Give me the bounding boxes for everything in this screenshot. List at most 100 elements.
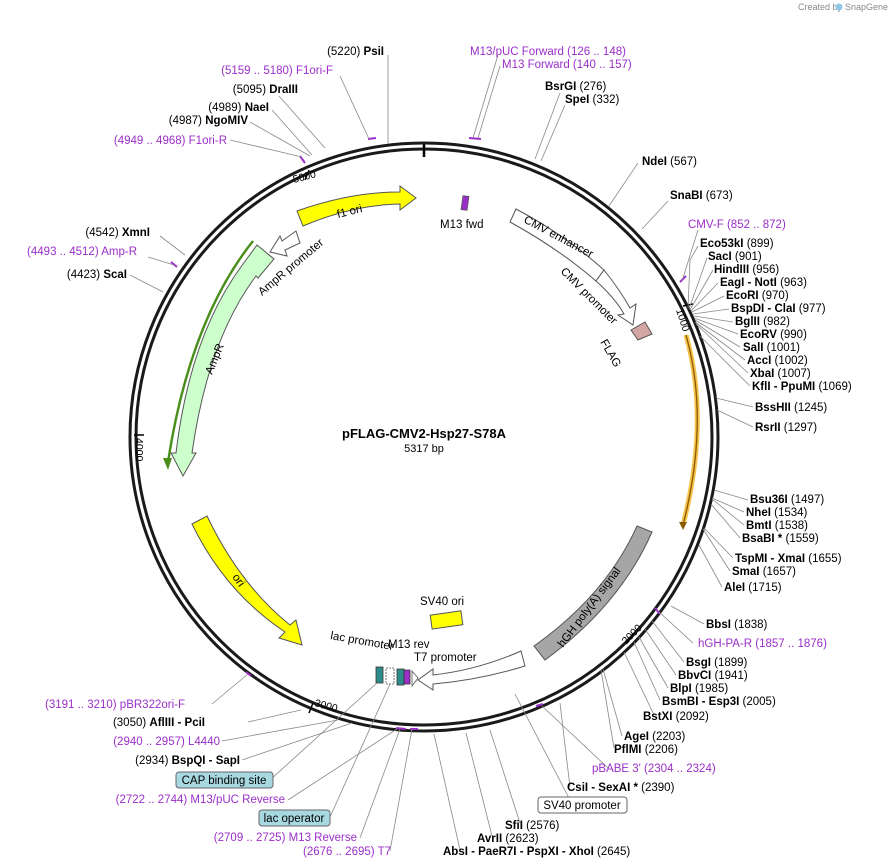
enzyme-label-bbvci[interactable]: BbvCI (1941) bbox=[678, 670, 748, 682]
enzyme-label-bspdi[interactable]: BspDI - ClaI (977) bbox=[731, 303, 826, 315]
enzyme-label-sfii[interactable]: SfiI (2576) bbox=[505, 820, 560, 832]
feature-cap-site-mark[interactable] bbox=[375, 666, 384, 684]
feature-m13-fwd[interactable] bbox=[460, 195, 470, 211]
leader-absi bbox=[433, 733, 461, 851]
enzyme-label-xbai[interactable]: XbaI (1007) bbox=[750, 368, 811, 380]
enzyme-label-bspqi[interactable]: (2934) BspQI - SapI bbox=[135, 755, 240, 767]
feature-hgh-polya[interactable] bbox=[533, 525, 653, 661]
leader-sv40-promoter bbox=[514, 693, 571, 801]
leader-saci bbox=[688, 257, 708, 310]
enzyme-pos-sali: (1001) bbox=[767, 342, 800, 354]
enzyme-name-smai: SmaI bbox=[732, 566, 760, 578]
enzyme-label-smai[interactable]: SmaI (1657) bbox=[732, 566, 796, 578]
leader-rsrii bbox=[716, 409, 754, 428]
feature-t7-promoter[interactable] bbox=[417, 650, 526, 691]
enzyme-label-ecori[interactable]: EcoRI (970) bbox=[726, 290, 789, 302]
feature-flag[interactable] bbox=[630, 321, 653, 341]
enzyme-label-tspmi[interactable]: TspMI - XmaI (1655) bbox=[735, 553, 842, 565]
enzyme-label-sali[interactable]: SalI (1001) bbox=[743, 342, 800, 354]
enzyme-label-alei[interactable]: AleI (1715) bbox=[724, 582, 782, 594]
feature-lac-promoter-mark[interactable] bbox=[385, 667, 395, 685]
enzyme-label-rsrii[interactable]: RsrII (1297) bbox=[755, 422, 817, 434]
enzyme-label-draiii[interactable]: (5095) DraIII bbox=[233, 84, 298, 96]
enzyme-name-csii: CsiI - SexAI * bbox=[567, 782, 638, 794]
enzyme-label-ndei[interactable]: NdeI (567) bbox=[642, 156, 697, 168]
feature-f1-ori[interactable] bbox=[296, 185, 417, 227]
enzyme-name-bsshii: BssHII bbox=[755, 402, 791, 414]
enzyme-label-bbsi[interactable]: BbsI (1838) bbox=[706, 619, 768, 631]
primer-label-m13-reverse[interactable]: (2709 .. 2725) M13 Reverse bbox=[214, 832, 357, 844]
enzyme-label-csii[interactable]: CsiI - SexAI * (2390) bbox=[567, 782, 675, 794]
enzyme-name-bbsi: BbsI bbox=[706, 619, 731, 631]
primer-label-cmv-f[interactable]: CMV-F (852 .. 872) bbox=[688, 219, 786, 231]
enzyme-label-bsgi[interactable]: BsgI (1899) bbox=[686, 657, 748, 669]
enzyme-label-afliii[interactable]: (3050) AflIII - PciI bbox=[113, 717, 205, 729]
primer-marks bbox=[170, 137, 687, 730]
sv40-promoter-box[interactable] bbox=[537, 796, 628, 814]
feature-orange-arc[interactable] bbox=[680, 334, 700, 526]
enzyme-label-absi[interactable]: AbsI - PaeR7I - PspXI - XhoI (2645) bbox=[443, 846, 630, 858]
enzyme-label-bstxi[interactable]: BstXI (2092) bbox=[643, 711, 709, 723]
enzyme-pos-ecori: (970) bbox=[762, 290, 789, 302]
enzyme-label-avrii[interactable]: AvrII (2623) bbox=[477, 833, 539, 845]
feature-ampr[interactable] bbox=[170, 244, 275, 478]
primer-label-l4440[interactable]: (2940 .. 2957) L4440 bbox=[113, 736, 220, 748]
enzyme-label-xmni[interactable]: (4542) XmnI bbox=[85, 227, 150, 239]
leader-m13-rev bbox=[359, 728, 401, 839]
enzyme-label-saci[interactable]: SacI (901) bbox=[708, 251, 762, 263]
primer-mark-hgh-pa-r bbox=[654, 607, 661, 615]
enzyme-pos-kfli: (1069) bbox=[818, 381, 851, 393]
enzyme-label-bsabi[interactable]: BsaBI * (1559) bbox=[742, 533, 819, 545]
lac-operator-box[interactable] bbox=[258, 809, 331, 827]
primer-label-t7[interactable]: (2676 .. 2695) T7 bbox=[303, 846, 391, 858]
primer-label-hgh-pa-r[interactable]: hGH-PA-R (1857 .. 1876) bbox=[698, 638, 827, 650]
enzyme-label-spei[interactable]: SpeI (332) bbox=[565, 94, 620, 106]
enzyme-pos-spei: (332) bbox=[593, 94, 620, 106]
primer-label-m13-puc-forward[interactable]: M13/pUC Forward (126 .. 148) bbox=[470, 46, 626, 58]
ticks: 1000 2000 3000 4000 5000 bbox=[133, 168, 694, 715]
primer-mark-pbabe3 bbox=[535, 703, 544, 707]
enzyme-name-saci: SacI bbox=[708, 251, 732, 263]
enzyme-name-alei: AleI bbox=[724, 582, 745, 594]
feature-sv40-ori[interactable] bbox=[429, 610, 464, 630]
enzyme-label-ecorv[interactable]: EcoRV (990) bbox=[740, 329, 807, 341]
enzyme-label-hindiii[interactable]: HindIII (956) bbox=[714, 264, 779, 276]
enzyme-label-blpi[interactable]: BlpI (1985) bbox=[670, 683, 728, 695]
primer-label-f1ori-f[interactable]: (5159 .. 5180) F1ori-F bbox=[221, 65, 333, 77]
feature-t7-mark[interactable] bbox=[411, 669, 419, 688]
enzyme-label-acci[interactable]: AccI (1002) bbox=[747, 355, 808, 367]
feature-cmv-promoter[interactable] bbox=[595, 269, 637, 326]
enzyme-label-bsshii[interactable]: BssHII (1245) bbox=[755, 402, 827, 414]
primer-label-m13-puc-reverse[interactable]: (2722 .. 2744) M13/pUC Reverse bbox=[116, 794, 285, 806]
enzyme-label-nhei[interactable]: NheI (1534) bbox=[746, 507, 808, 519]
tick-2000 bbox=[626, 632, 636, 643]
leader-bsshii bbox=[715, 397, 754, 408]
cap-binding-site-box[interactable] bbox=[175, 771, 274, 789]
enzyme-label-bsu36i[interactable]: Bsu36I (1497) bbox=[750, 494, 824, 506]
enzyme-label-psii[interactable]: (5220) PsiI bbox=[327, 46, 384, 58]
primer-label-amp-r[interactable]: (4493 .. 4512) Amp-R bbox=[27, 246, 137, 258]
enzyme-label-snabi[interactable]: SnaBI (673) bbox=[670, 190, 733, 202]
enzyme-label-kfli[interactable]: KflI - PpuMI (1069) bbox=[752, 381, 852, 393]
feature-ori[interactable] bbox=[191, 515, 303, 646]
enzyme-label-bmti[interactable]: BmtI (1538) bbox=[746, 520, 808, 532]
enzyme-label-bsmbi[interactable]: BsmBI - Esp3I (2005) bbox=[662, 696, 776, 708]
primer-label-f1ori-r[interactable]: (4949 .. 4968) F1ori-R bbox=[114, 135, 227, 147]
primer-label-pbr322ori-f[interactable]: (3191 .. 3210) pBR322ori-F bbox=[45, 699, 185, 711]
enzyme-label-bglii[interactable]: BglII (982) bbox=[735, 316, 790, 328]
leader-sfii bbox=[489, 729, 521, 824]
feature-lac-operator-mark[interactable] bbox=[396, 668, 405, 686]
leader-ndei bbox=[608, 162, 639, 207]
enzyme-label-eagi[interactable]: EagI - NotI (963) bbox=[720, 277, 807, 289]
feature-ampr-promoter[interactable] bbox=[269, 230, 301, 257]
enzyme-label-pflmi[interactable]: PflMI (2206) bbox=[614, 744, 678, 756]
enzyme-label-eco53ki[interactable]: Eco53kI (899) bbox=[700, 238, 774, 250]
enzyme-label-naei[interactable]: (4989) NaeI bbox=[208, 102, 269, 114]
enzyme-label-ngomiv[interactable]: (4987) NgoMIV bbox=[169, 115, 249, 127]
primer-label-m13-forward[interactable]: M13 Forward (140 .. 157) bbox=[502, 59, 632, 71]
enzyme-label-scai[interactable]: (4423) ScaI bbox=[67, 269, 127, 281]
enzyme-label-agei[interactable]: AgeI (2203) bbox=[624, 731, 686, 743]
primer-label-pbabe3[interactable]: pBABE 3' (2304 .. 2324) bbox=[592, 763, 716, 775]
enzyme-label-bsrgi[interactable]: BsrGI (276) bbox=[545, 81, 607, 93]
feature-m13-rev-mark[interactable] bbox=[403, 669, 411, 685]
